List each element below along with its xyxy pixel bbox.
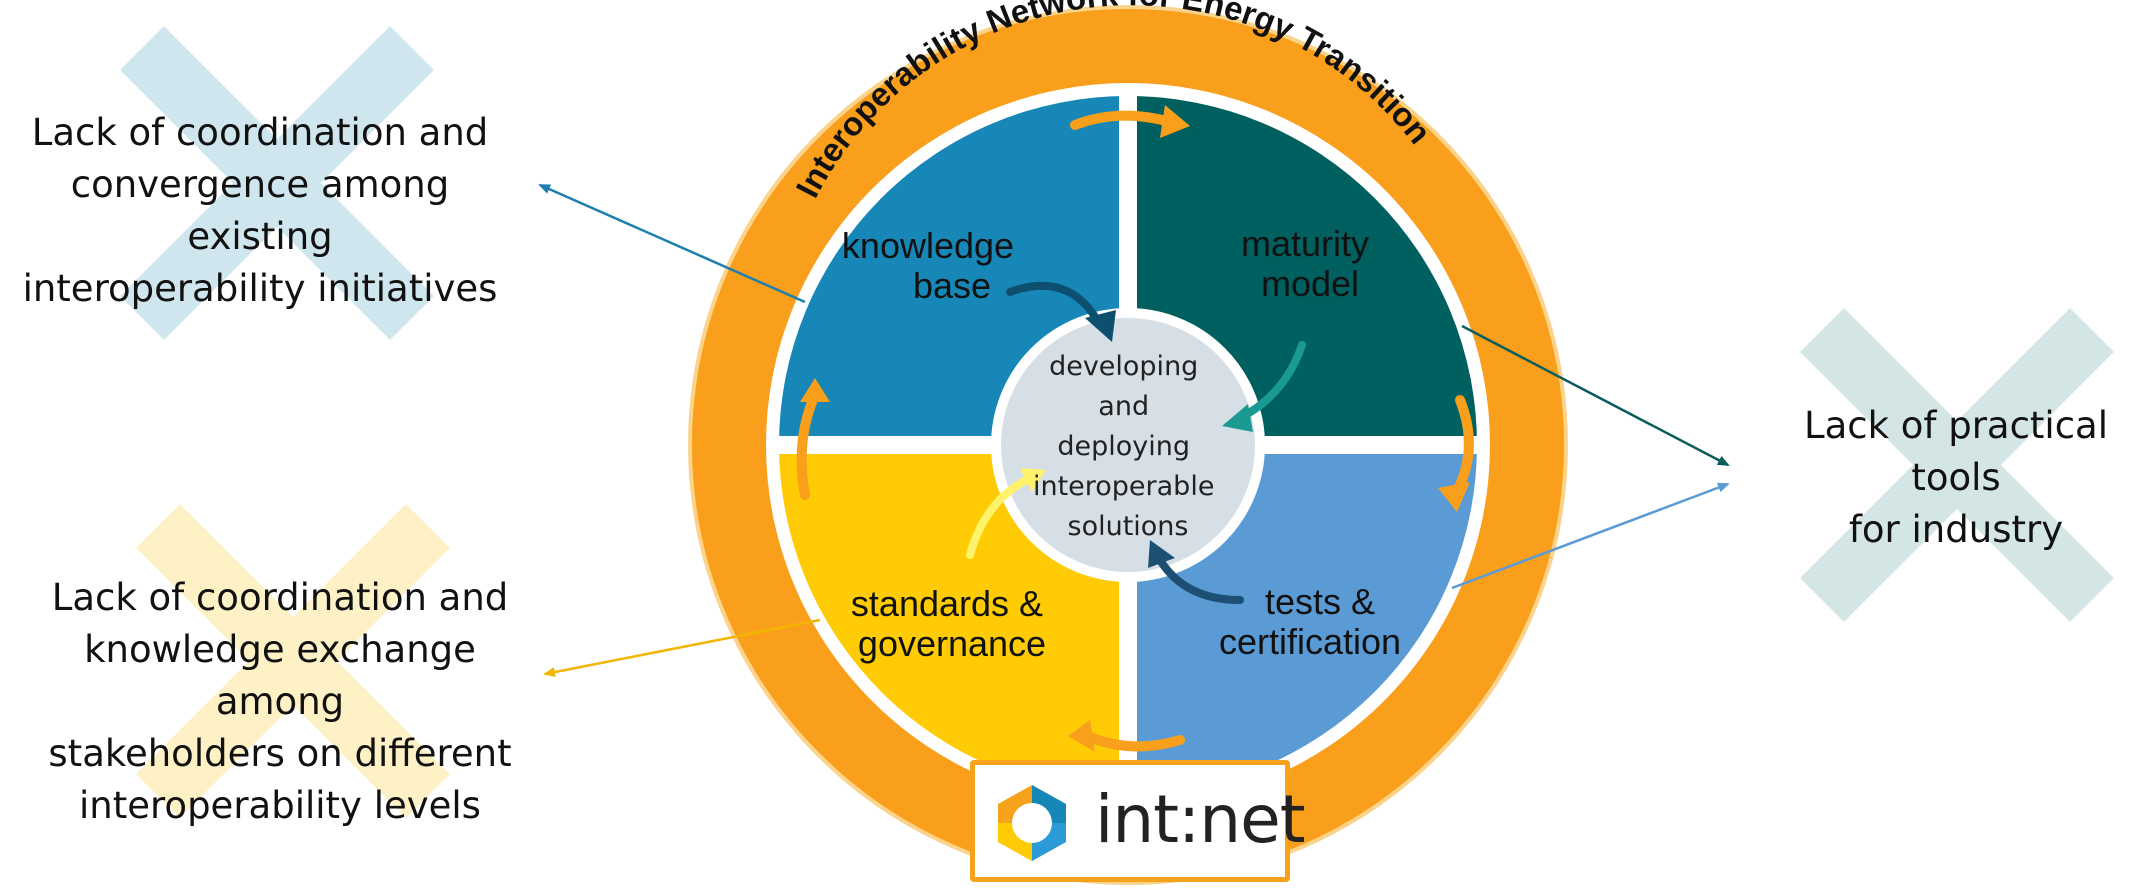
- center-line: solutions: [1068, 511, 1189, 542]
- problem-coordination-convergence: Lack of coordination and convergence amo…: [0, 107, 520, 315]
- cross-blue-icon: [120, 26, 434, 340]
- problem-line: convergence among existing: [70, 163, 450, 258]
- label-maturity-model: maturity model: [1241, 223, 1379, 304]
- problem-line: Lack of practical tools: [1803, 404, 2109, 499]
- label-standards-governance: standards & governance: [851, 583, 1053, 664]
- problem-line: Lack of coordination and: [51, 576, 509, 619]
- cycle-arrow-top: [1070, 110, 1175, 130]
- cross-teal-icon: [1800, 308, 2114, 622]
- arrow-knowledge-to-center: [1006, 281, 1104, 329]
- problem-practical-tools: Lack of practical tools for industry: [1766, 400, 2146, 556]
- arrow-standards-to-center: [966, 474, 1034, 559]
- cycle-arrow-left: [796, 390, 820, 500]
- center-line: and: [1098, 391, 1149, 422]
- problem-line: interoperability levels: [79, 784, 481, 827]
- cross-yellow-icon: [136, 504, 450, 818]
- logo-text: int:net: [1095, 781, 1306, 858]
- label-line: base: [913, 265, 991, 306]
- label-line: governance: [858, 623, 1046, 664]
- cycle-arrowhead-top: [1160, 105, 1190, 138]
- cycle-arrowheads: [800, 105, 1470, 752]
- arrowhead-tests: [1148, 540, 1175, 568]
- center-text: developing and deploying interoperable s…: [1033, 351, 1223, 542]
- connector-standards-to-problem: [543, 618, 821, 677]
- label-line: maturity: [1241, 223, 1369, 264]
- center-line: deploying: [1057, 431, 1190, 462]
- problem-line: stakeholders on different: [48, 732, 512, 775]
- problem-line: interoperability initiatives: [22, 267, 498, 310]
- connector-maturity-to-problem: [1461, 324, 1730, 467]
- cycle-arrow-bottom: [1080, 730, 1185, 752]
- cycle-arrowhead-left: [800, 378, 830, 402]
- center-circle: [991, 308, 1265, 582]
- label-line: certification: [1219, 621, 1401, 662]
- arrowhead-maturity: [1222, 404, 1253, 432]
- intnet-logo: int:net: [970, 760, 1306, 882]
- problem-knowledge-exchange: Lack of coordination and knowledge excha…: [20, 572, 540, 832]
- cycle-arrowhead-right: [1438, 482, 1470, 512]
- label-line: model: [1261, 263, 1359, 304]
- cycle-arrowhead-bottom: [1068, 720, 1095, 752]
- arrow-tests-to-center: [1156, 556, 1244, 604]
- connector-knowledge-to-problem: [538, 183, 806, 304]
- label-line: knowledge: [842, 225, 1014, 266]
- label-line: standards &: [851, 583, 1043, 624]
- problem-line: knowledge exchange among: [84, 628, 476, 723]
- connector-tests-to-problem: [1451, 482, 1730, 590]
- problem-line: for industry: [1848, 508, 2064, 551]
- label-knowledge-base: knowledge base: [842, 225, 1024, 306]
- label-tests-certification: tests & certification: [1219, 581, 1401, 662]
- problem-line: Lack of coordination and: [31, 111, 489, 154]
- center-line: developing: [1049, 351, 1198, 382]
- arrowhead-knowledge: [1085, 310, 1116, 342]
- center-line: interoperable: [1033, 471, 1215, 502]
- label-line: tests &: [1265, 581, 1375, 622]
- arrowhead-standards: [1020, 468, 1046, 492]
- intnet-logo-icon: [998, 785, 1066, 861]
